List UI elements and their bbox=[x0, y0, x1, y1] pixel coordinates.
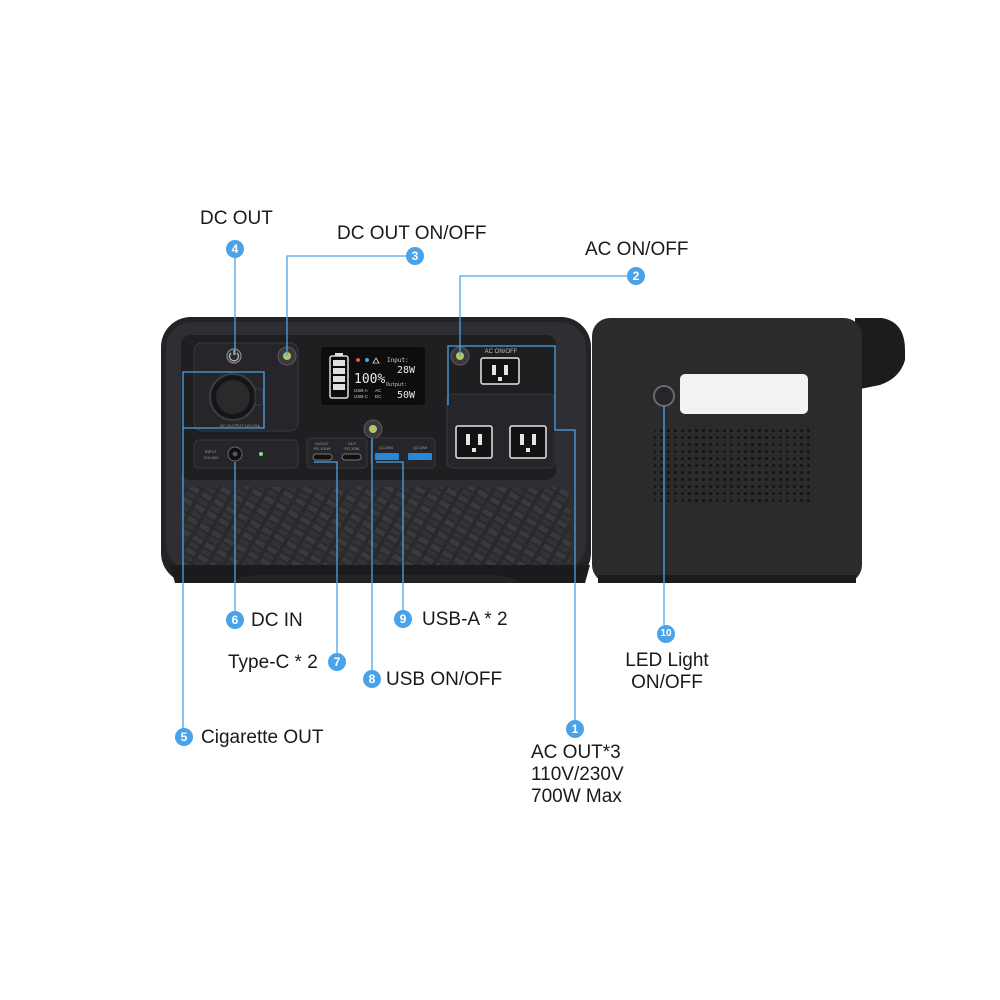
usb-c-port-icon bbox=[341, 453, 362, 461]
ac-outlet-icon bbox=[455, 425, 493, 459]
typec-out-label: OUT bbox=[348, 441, 357, 446]
label-dc-out: DC OUT bbox=[200, 208, 273, 229]
side-unit bbox=[592, 318, 905, 583]
ac-panel-label: AC ON/OFF bbox=[485, 349, 518, 355]
lcd-battery-percent: 100% bbox=[354, 372, 385, 387]
typec-out-spec: PD 30W bbox=[345, 446, 360, 451]
usb-a-port-icon bbox=[408, 453, 432, 460]
typec-in-label: IN/OUT bbox=[315, 441, 329, 446]
usb-a-port-icon bbox=[375, 453, 399, 460]
label-ac-onoff: AC ON/OFF bbox=[585, 239, 689, 260]
lcd-input-label: Input: bbox=[387, 357, 409, 364]
typec-in-spec: PD 100W bbox=[313, 446, 330, 451]
led-light-panel bbox=[680, 374, 808, 414]
status-led bbox=[259, 452, 263, 456]
qc-label-2: QC18W bbox=[413, 445, 427, 450]
label-ac-out-line3: 700W Max bbox=[531, 786, 622, 807]
callout-badge-7: 7 bbox=[328, 653, 346, 671]
callout-badge-8: 8 bbox=[363, 670, 381, 688]
front-unit: DC OUTPUT 12V-10A INPUT 12V-30V 100% Inp… bbox=[161, 317, 591, 583]
usb-c-port-icon bbox=[312, 453, 333, 461]
label-led-light-line1: LED Light bbox=[625, 650, 709, 671]
power-icon bbox=[228, 352, 240, 362]
ac-outlet-icon bbox=[509, 425, 547, 459]
lcd-dc: DC bbox=[375, 394, 382, 399]
label-usb-a: USB-A * 2 bbox=[422, 609, 508, 630]
callout-badge-10: 10 bbox=[657, 625, 675, 643]
qc-label-1: QC18W bbox=[379, 445, 393, 450]
ac-outlet-icon bbox=[480, 357, 520, 385]
lcd-input-value: 28W bbox=[397, 365, 416, 376]
led-onoff-button bbox=[653, 385, 675, 407]
callout-badge-9: 9 bbox=[394, 610, 412, 628]
input-range: 12V-30V bbox=[203, 455, 219, 460]
front-grill bbox=[182, 487, 570, 571]
lcd-output-value: 50W bbox=[397, 390, 416, 401]
label-ac-out-line2: 110V/230V bbox=[531, 764, 624, 785]
callout-badge-4: 4 bbox=[226, 240, 244, 258]
callout-badge-1: 1 bbox=[566, 720, 584, 738]
callout-badge-3: 3 bbox=[406, 247, 424, 265]
dc-output-label: DC OUTPUT 12V-10A bbox=[220, 423, 260, 428]
callout-badge-6: 6 bbox=[226, 611, 244, 629]
label-usb-onoff: USB ON/OFF bbox=[386, 669, 503, 690]
label-ac-out-line1: AC OUT*3 bbox=[531, 742, 621, 763]
side-handle bbox=[855, 318, 905, 390]
lcd-usb-c: USB-C bbox=[354, 394, 369, 399]
callout-badge-5: 5 bbox=[175, 728, 193, 746]
lcd-ac: AC bbox=[375, 388, 382, 393]
lcd-screen bbox=[321, 347, 425, 405]
leader-lines bbox=[182, 255, 665, 728]
label-cigarette-out: Cigarette OUT bbox=[201, 727, 324, 748]
lcd-usb-a: USB-A bbox=[354, 388, 368, 393]
callout-badge-2: 2 bbox=[627, 267, 645, 285]
label-led-light-line2: ON/OFF bbox=[631, 672, 703, 693]
lcd-output-label: Output: bbox=[386, 382, 407, 388]
label-dc-in: DC IN bbox=[251, 610, 303, 631]
input-label: INPUT bbox=[205, 449, 218, 454]
side-vent bbox=[654, 426, 812, 506]
label-type-c: Type-C * 2 bbox=[228, 652, 318, 673]
label-dc-out-onoff: DC OUT ON/OFF bbox=[337, 223, 487, 244]
